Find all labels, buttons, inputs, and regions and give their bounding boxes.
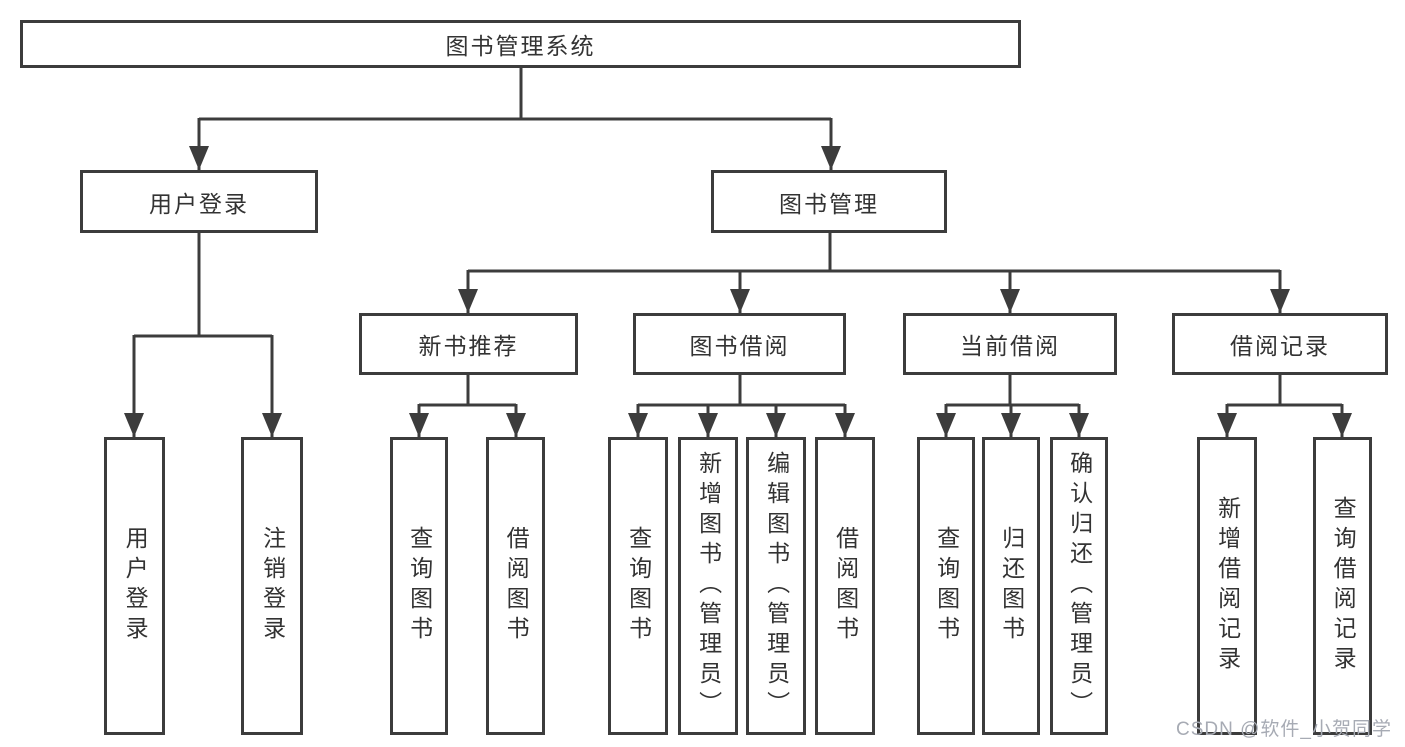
node-label: 新书推荐	[418, 333, 519, 359]
node-label: 新增图书（管理员）	[695, 451, 722, 721]
node-query-borrow-record: 查询借阅记录	[1313, 437, 1372, 735]
node-label: 确认归还（管理员）	[1066, 451, 1093, 721]
node-label: 新增借阅记录	[1214, 496, 1241, 676]
node-label: 注销登录	[259, 526, 286, 646]
node-label: 查询借阅记录	[1330, 496, 1357, 676]
node-query-books: 查询图书	[390, 437, 448, 735]
node-edit-books-admin: 编辑图书（管理员）	[746, 437, 806, 735]
node-label: 用户登录	[149, 190, 249, 217]
csdn-watermark: CSDN @软件_小贺同学	[1176, 719, 1392, 740]
node-current-borrowing: 当前借阅	[903, 313, 1117, 375]
node-return-books: 归还图书	[982, 437, 1040, 735]
node-borrowing-records: 借阅记录	[1172, 313, 1388, 375]
node-borrow-books: 借阅图书	[486, 437, 545, 735]
node-label: 归还图书	[998, 526, 1025, 646]
node-label: 用户登录	[122, 526, 149, 646]
node-library-management-system: 图书管理系统	[20, 20, 1021, 68]
node-label: 编辑图书（管理员）	[763, 451, 790, 721]
node-label: 图书管理系统	[445, 33, 596, 59]
node-book-management: 图书管理	[711, 170, 947, 233]
node-query-books: 查询图书	[917, 437, 975, 735]
node-label: 查询图书	[625, 526, 652, 646]
node-add-borrow-record: 新增借阅记录	[1197, 437, 1257, 735]
node-label: 当前借阅	[960, 333, 1060, 359]
node-add-books-admin: 新增图书（管理员）	[678, 437, 738, 735]
node-label: 借阅图书	[503, 526, 530, 646]
node-label: 借阅图书	[832, 526, 859, 646]
node-label: 查询图书	[933, 526, 960, 646]
node-new-book-recommendation: 新书推荐	[359, 313, 578, 375]
node-label: 查询图书	[406, 526, 433, 646]
node-query-books: 查询图书	[608, 437, 668, 735]
node-label: 图书管理	[779, 190, 879, 217]
node-borrow-books: 借阅图书	[815, 437, 875, 735]
node-user-login-group: 用户登录	[80, 170, 318, 233]
node-label: 借阅记录	[1230, 333, 1330, 359]
node-label: 图书借阅	[689, 333, 790, 359]
node-user-login: 用户登录	[104, 437, 165, 735]
node-book-borrowing: 图书借阅	[633, 313, 846, 375]
node-confirm-return-admin: 确认归还（管理员）	[1050, 437, 1108, 735]
node-logout: 注销登录	[241, 437, 303, 735]
